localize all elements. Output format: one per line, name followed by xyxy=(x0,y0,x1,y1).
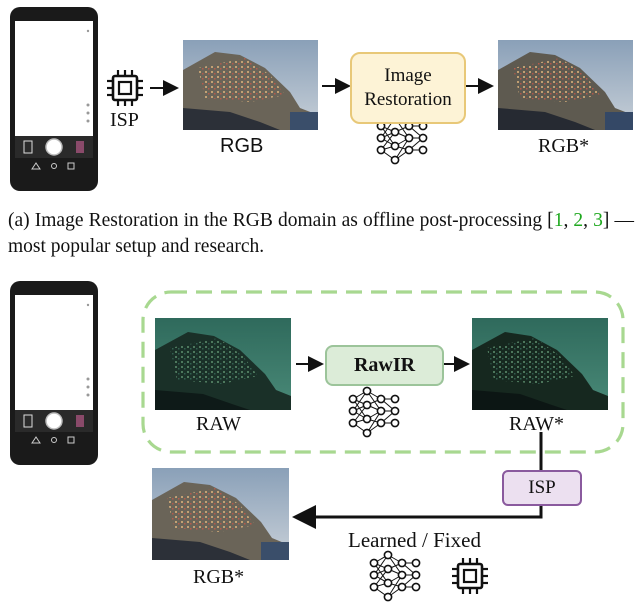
rgb-final-photo xyxy=(152,468,289,560)
citation-3[interactable]: 3 xyxy=(593,210,603,231)
rgb-input-label: RGB xyxy=(220,135,264,157)
phone-icon xyxy=(9,280,99,466)
caption-prefix: (a) Image Restoration in the RGB domain … xyxy=(8,210,554,231)
rgb-final-label: RGB* xyxy=(193,566,245,588)
rawir-box: RawIR xyxy=(325,345,444,386)
rgb-output-photo xyxy=(498,40,633,130)
raw-input-label: RAW xyxy=(196,413,242,435)
isp-box: ISP xyxy=(502,470,582,506)
neural-net-icon xyxy=(369,550,421,602)
citation-1[interactable]: 1 xyxy=(553,210,564,231)
raw-input-photo xyxy=(155,318,291,410)
raw-output-photo xyxy=(472,318,608,410)
phone-icon xyxy=(9,6,99,192)
isp-chip-icon xyxy=(105,68,145,108)
image-restoration-line-2: Restoration xyxy=(364,89,452,110)
isp-chip-icon xyxy=(450,556,490,596)
rgb-output-label: RGB* xyxy=(538,135,590,157)
figure-caption-a: (a) Image Restoration in the RGB domain … xyxy=(8,208,634,259)
image-restoration-line-1: Image xyxy=(384,65,432,87)
arrow-isp-to-rgb-final xyxy=(292,503,543,529)
neural-net-icon xyxy=(348,386,400,438)
raw-domain-dashed-region xyxy=(141,290,625,454)
learned-fixed-label: Learned / Fixed xyxy=(348,528,481,552)
rgb-input-photo xyxy=(183,40,318,130)
raw-output-label: RAW* xyxy=(509,413,565,435)
isp-label: ISP xyxy=(110,109,139,131)
image-restoration-box: Image Restoration xyxy=(350,52,466,124)
caption-separator: , xyxy=(583,210,594,231)
caption-suffix: ] — most popular setup and research. xyxy=(8,210,635,257)
caption-separator: , xyxy=(563,210,574,231)
citation-2[interactable]: 2 xyxy=(573,210,584,231)
